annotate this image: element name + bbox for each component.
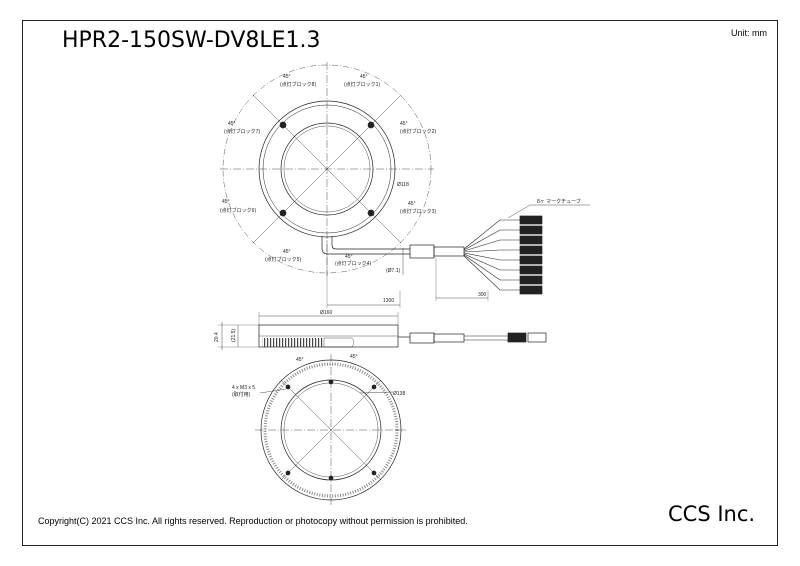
height-label: 20.4	[214, 332, 220, 342]
company-name: CCS Inc.	[668, 502, 756, 526]
svg-text:45°: 45°	[360, 74, 368, 80]
pcd-label: Ø138	[393, 391, 405, 397]
inner-diameter-label: Ø118	[397, 182, 409, 188]
block-label-1: (点灯ブロック1)	[344, 81, 380, 88]
angle-label-top: 45°	[283, 74, 291, 80]
copyright-notice: Copyright(C) 2021 CCS Inc. All rights re…	[38, 516, 468, 526]
top-view-labels: 45° (点灯ブロック8) 45° (点灯ブロック1) 45° (点灯ブロック2…	[220, 74, 581, 304]
block-label-5: (点灯ブロック5)	[265, 256, 301, 263]
drawing-border	[22, 20, 778, 546]
angle-label-bottom: 45°	[296, 357, 304, 363]
svg-text:45°: 45°	[408, 201, 416, 207]
side-view	[218, 312, 547, 350]
svg-text:45°: 45°	[350, 354, 358, 360]
height-ref-label: (21.5)	[231, 329, 237, 342]
mark-tube-label: 8ヶ マークチューブ	[537, 198, 581, 205]
block-label-2: (点灯ブロック2)	[400, 128, 436, 135]
top-view	[220, 62, 590, 308]
block-label-6: (点灯ブロック6)	[220, 207, 256, 214]
lead-dimension-label: (Ø7.1)	[386, 268, 401, 274]
mounting-holes-note-2: (取付用)	[232, 391, 251, 398]
svg-text:45°: 45°	[222, 199, 230, 205]
svg-text:45°: 45°	[400, 121, 408, 127]
cable-length-label: 1300	[383, 298, 394, 304]
outer-diameter-label: Ø160	[320, 310, 332, 316]
block-label-7: (点灯ブロック7)	[224, 128, 260, 135]
unit-label: Unit: mm	[731, 28, 767, 38]
bottom-view-labels: 45° 45° 4 x M3 x 5 (取付用) Ø138	[232, 354, 405, 398]
block-label-3: (点灯ブロック3)	[400, 208, 436, 215]
svg-text:45°: 45°	[228, 121, 236, 127]
wire-length-label: 300	[478, 292, 487, 298]
bottom-view	[255, 354, 407, 506]
block-label-4: (点灯ブロック4)	[335, 260, 371, 267]
svg-text:45°: 45°	[345, 254, 353, 260]
block-label-8: (点灯ブロック8)	[280, 81, 316, 88]
mounting-holes-note: 4 x M3 x 5	[232, 385, 255, 391]
svg-text:45°: 45°	[283, 249, 291, 255]
side-view-labels: Ø160 20.4 (21.5)	[214, 310, 332, 342]
model-number-title: HPR2-150SW-DV8LE1.3	[62, 28, 321, 53]
